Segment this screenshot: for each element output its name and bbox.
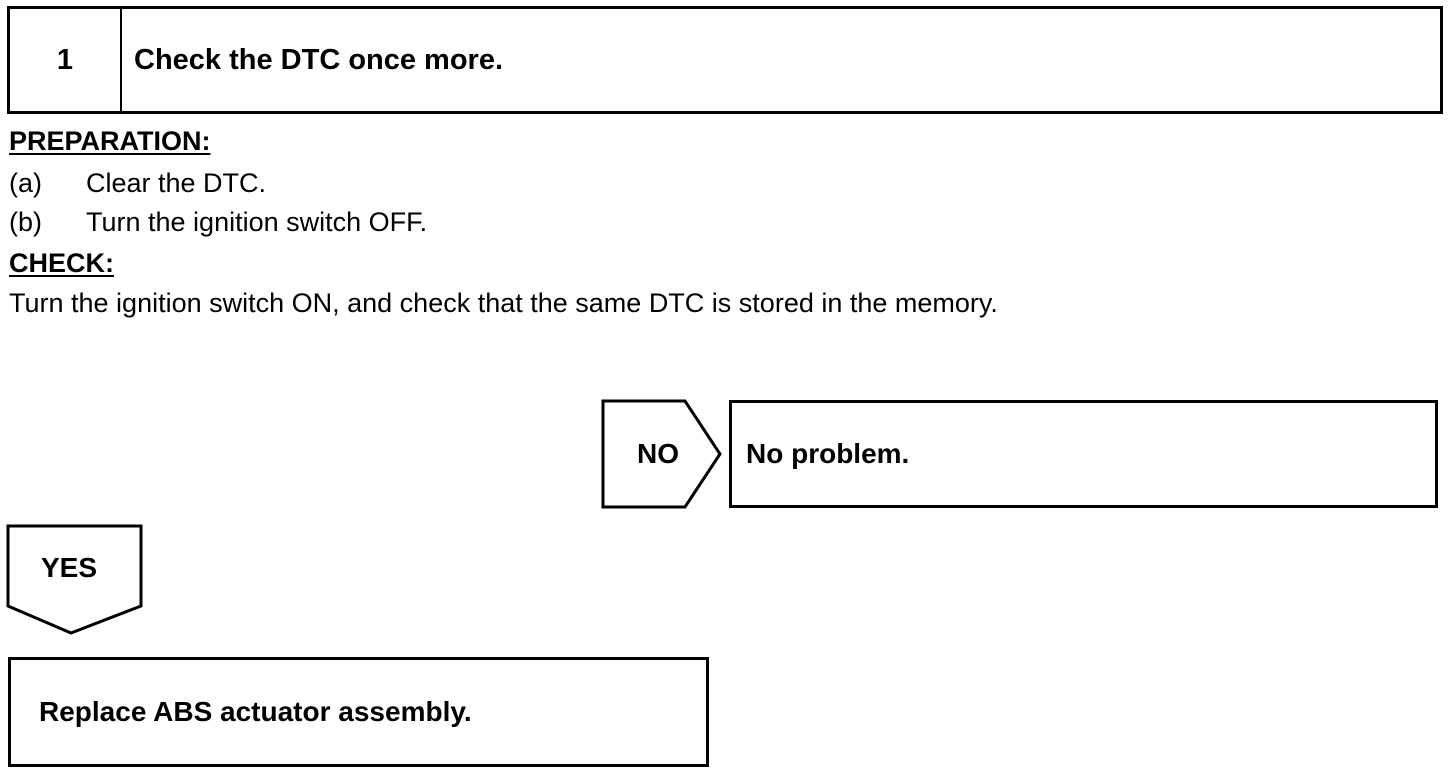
preparation-heading: PREPARATION:	[9, 126, 211, 156]
check-text: Turn the ignition switch ON, and check t…	[9, 288, 998, 318]
yes-result-box: Replace ABS actuator assembly.	[8, 657, 709, 767]
yes-arrow-shape	[6, 524, 143, 635]
yes-result-text: Replace ABS actuator assembly.	[39, 696, 472, 727]
preparation-item-b-marker: (b)	[9, 207, 42, 237]
no-result-box: No problem.	[729, 400, 1438, 508]
preparation-item-b: (b) Turn the ignition switch OFF.	[9, 207, 427, 238]
no-branch-label: NO	[637, 438, 679, 469]
preparation-item-a: (a) Clear the DTC.	[9, 168, 266, 199]
no-arrow-shape	[601, 399, 722, 509]
step-header: 1 Check the DTC once more.	[7, 6, 1443, 114]
check-heading: CHECK:	[9, 248, 114, 278]
step-number: 1	[10, 9, 122, 111]
step-title: Check the DTC once more.	[134, 43, 504, 76]
preparation-item-a-marker: (a)	[9, 168, 42, 198]
yes-branch-label: YES	[41, 552, 98, 583]
preparation-item-a-text: Clear the DTC.	[86, 168, 267, 198]
preparation-item-b-text: Turn the ignition switch OFF.	[86, 207, 428, 237]
no-result-text: No problem.	[746, 438, 910, 469]
